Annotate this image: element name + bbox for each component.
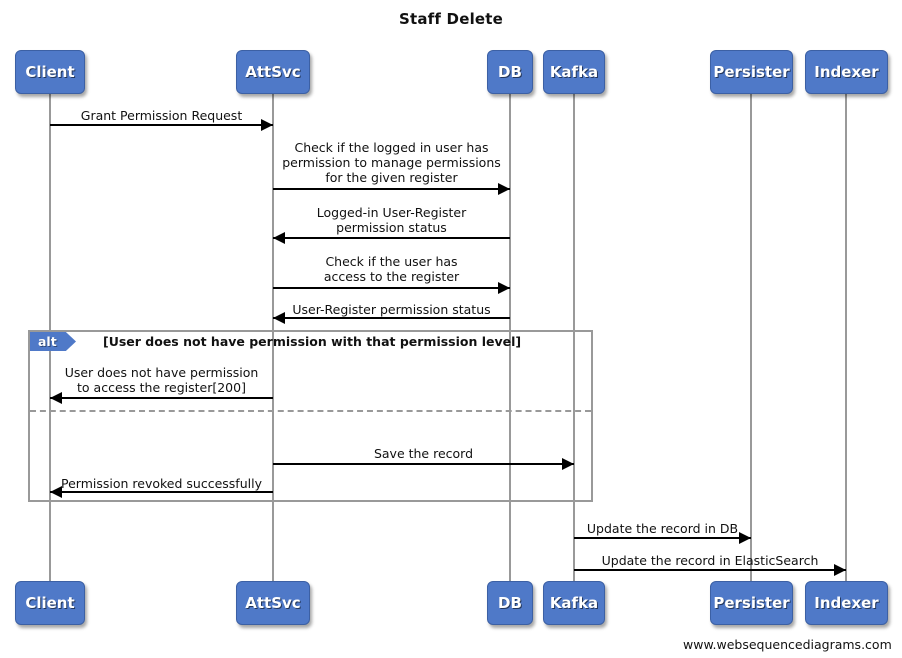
participant-db-top[interactable]: DB bbox=[487, 50, 533, 94]
message-label-9: Update the record in ElasticSearch bbox=[601, 553, 819, 568]
message-line-5 bbox=[50, 397, 273, 399]
participant-label: Client bbox=[25, 63, 75, 81]
participant-persister-top[interactable]: Persister bbox=[710, 50, 793, 94]
message-line-4 bbox=[273, 317, 510, 319]
lifeline-kafka bbox=[573, 94, 575, 581]
participant-label: AttSvc bbox=[245, 594, 301, 612]
message-line-6 bbox=[273, 463, 574, 465]
message-arrowhead-5 bbox=[50, 392, 62, 404]
participant-label: Kafka bbox=[549, 594, 599, 612]
participant-attsvc-top[interactable]: AttSvc bbox=[236, 50, 310, 94]
message-line-9 bbox=[574, 569, 846, 571]
message-label-1: Check if the logged in user has permissi… bbox=[282, 140, 501, 185]
alt-fragment-divider bbox=[30, 410, 591, 412]
participant-label: Persister bbox=[713, 63, 790, 81]
message-label-3: Check if the user has access to the regi… bbox=[323, 254, 460, 284]
participant-label: Persister bbox=[713, 594, 790, 612]
message-label-7: Permission revoked successfully bbox=[61, 476, 262, 491]
message-label-5: User does not have permission to access … bbox=[64, 365, 259, 395]
footer-attribution: www.websequencediagrams.com bbox=[683, 637, 892, 652]
message-arrowhead-4 bbox=[273, 312, 285, 324]
participant-label: DB bbox=[498, 63, 522, 81]
message-line-8 bbox=[574, 537, 751, 539]
participant-client-top[interactable]: Client bbox=[15, 50, 85, 94]
message-arrowhead-2 bbox=[273, 232, 285, 244]
alt-fragment-box bbox=[28, 330, 593, 502]
page-title: Staff Delete bbox=[398, 10, 504, 28]
participant-persister-bottom[interactable]: Persister bbox=[710, 581, 793, 625]
message-arrowhead-0 bbox=[261, 119, 273, 131]
participant-indexer-bottom[interactable]: Indexer bbox=[805, 581, 888, 625]
lifeline-db bbox=[509, 94, 511, 581]
lifeline-attsvc bbox=[272, 94, 274, 581]
message-line-2 bbox=[273, 237, 510, 239]
message-arrowhead-6 bbox=[562, 458, 574, 470]
alt-fragment-tab: alt bbox=[30, 332, 76, 351]
participant-label: Client bbox=[25, 594, 75, 612]
participant-attsvc-bottom[interactable]: AttSvc bbox=[236, 581, 310, 625]
participant-label: DB bbox=[498, 594, 522, 612]
message-line-1 bbox=[273, 188, 510, 190]
message-arrowhead-3 bbox=[498, 282, 510, 294]
message-arrowhead-8 bbox=[739, 532, 751, 544]
lifeline-indexer bbox=[845, 94, 847, 581]
participant-db-bottom[interactable]: DB bbox=[487, 581, 533, 625]
message-label-8: Update the record in DB bbox=[586, 521, 739, 536]
message-arrowhead-9 bbox=[834, 564, 846, 576]
participant-label: Indexer bbox=[814, 594, 879, 612]
message-label-0: Grant Permission Request bbox=[80, 108, 243, 123]
participant-label: AttSvc bbox=[245, 63, 301, 81]
alt-fragment-condition: [User does not have permission with that… bbox=[103, 334, 522, 349]
lifeline-persister bbox=[750, 94, 752, 581]
participant-client-bottom[interactable]: Client bbox=[15, 581, 85, 625]
participant-kafka-top[interactable]: Kafka bbox=[543, 50, 605, 94]
message-arrowhead-7 bbox=[50, 486, 62, 498]
participant-label: Indexer bbox=[814, 63, 879, 81]
message-line-0 bbox=[50, 124, 273, 126]
message-arrowhead-1 bbox=[498, 183, 510, 195]
message-label-2: Logged-in User-Register permission statu… bbox=[316, 205, 467, 235]
participant-label: Kafka bbox=[549, 63, 599, 81]
message-line-7 bbox=[50, 491, 273, 493]
participant-kafka-bottom[interactable]: Kafka bbox=[543, 581, 605, 625]
participant-indexer-top[interactable]: Indexer bbox=[805, 50, 888, 94]
message-line-3 bbox=[273, 287, 510, 289]
message-label-6: Save the record bbox=[373, 446, 474, 461]
message-label-4: User-Register permission status bbox=[292, 302, 491, 317]
